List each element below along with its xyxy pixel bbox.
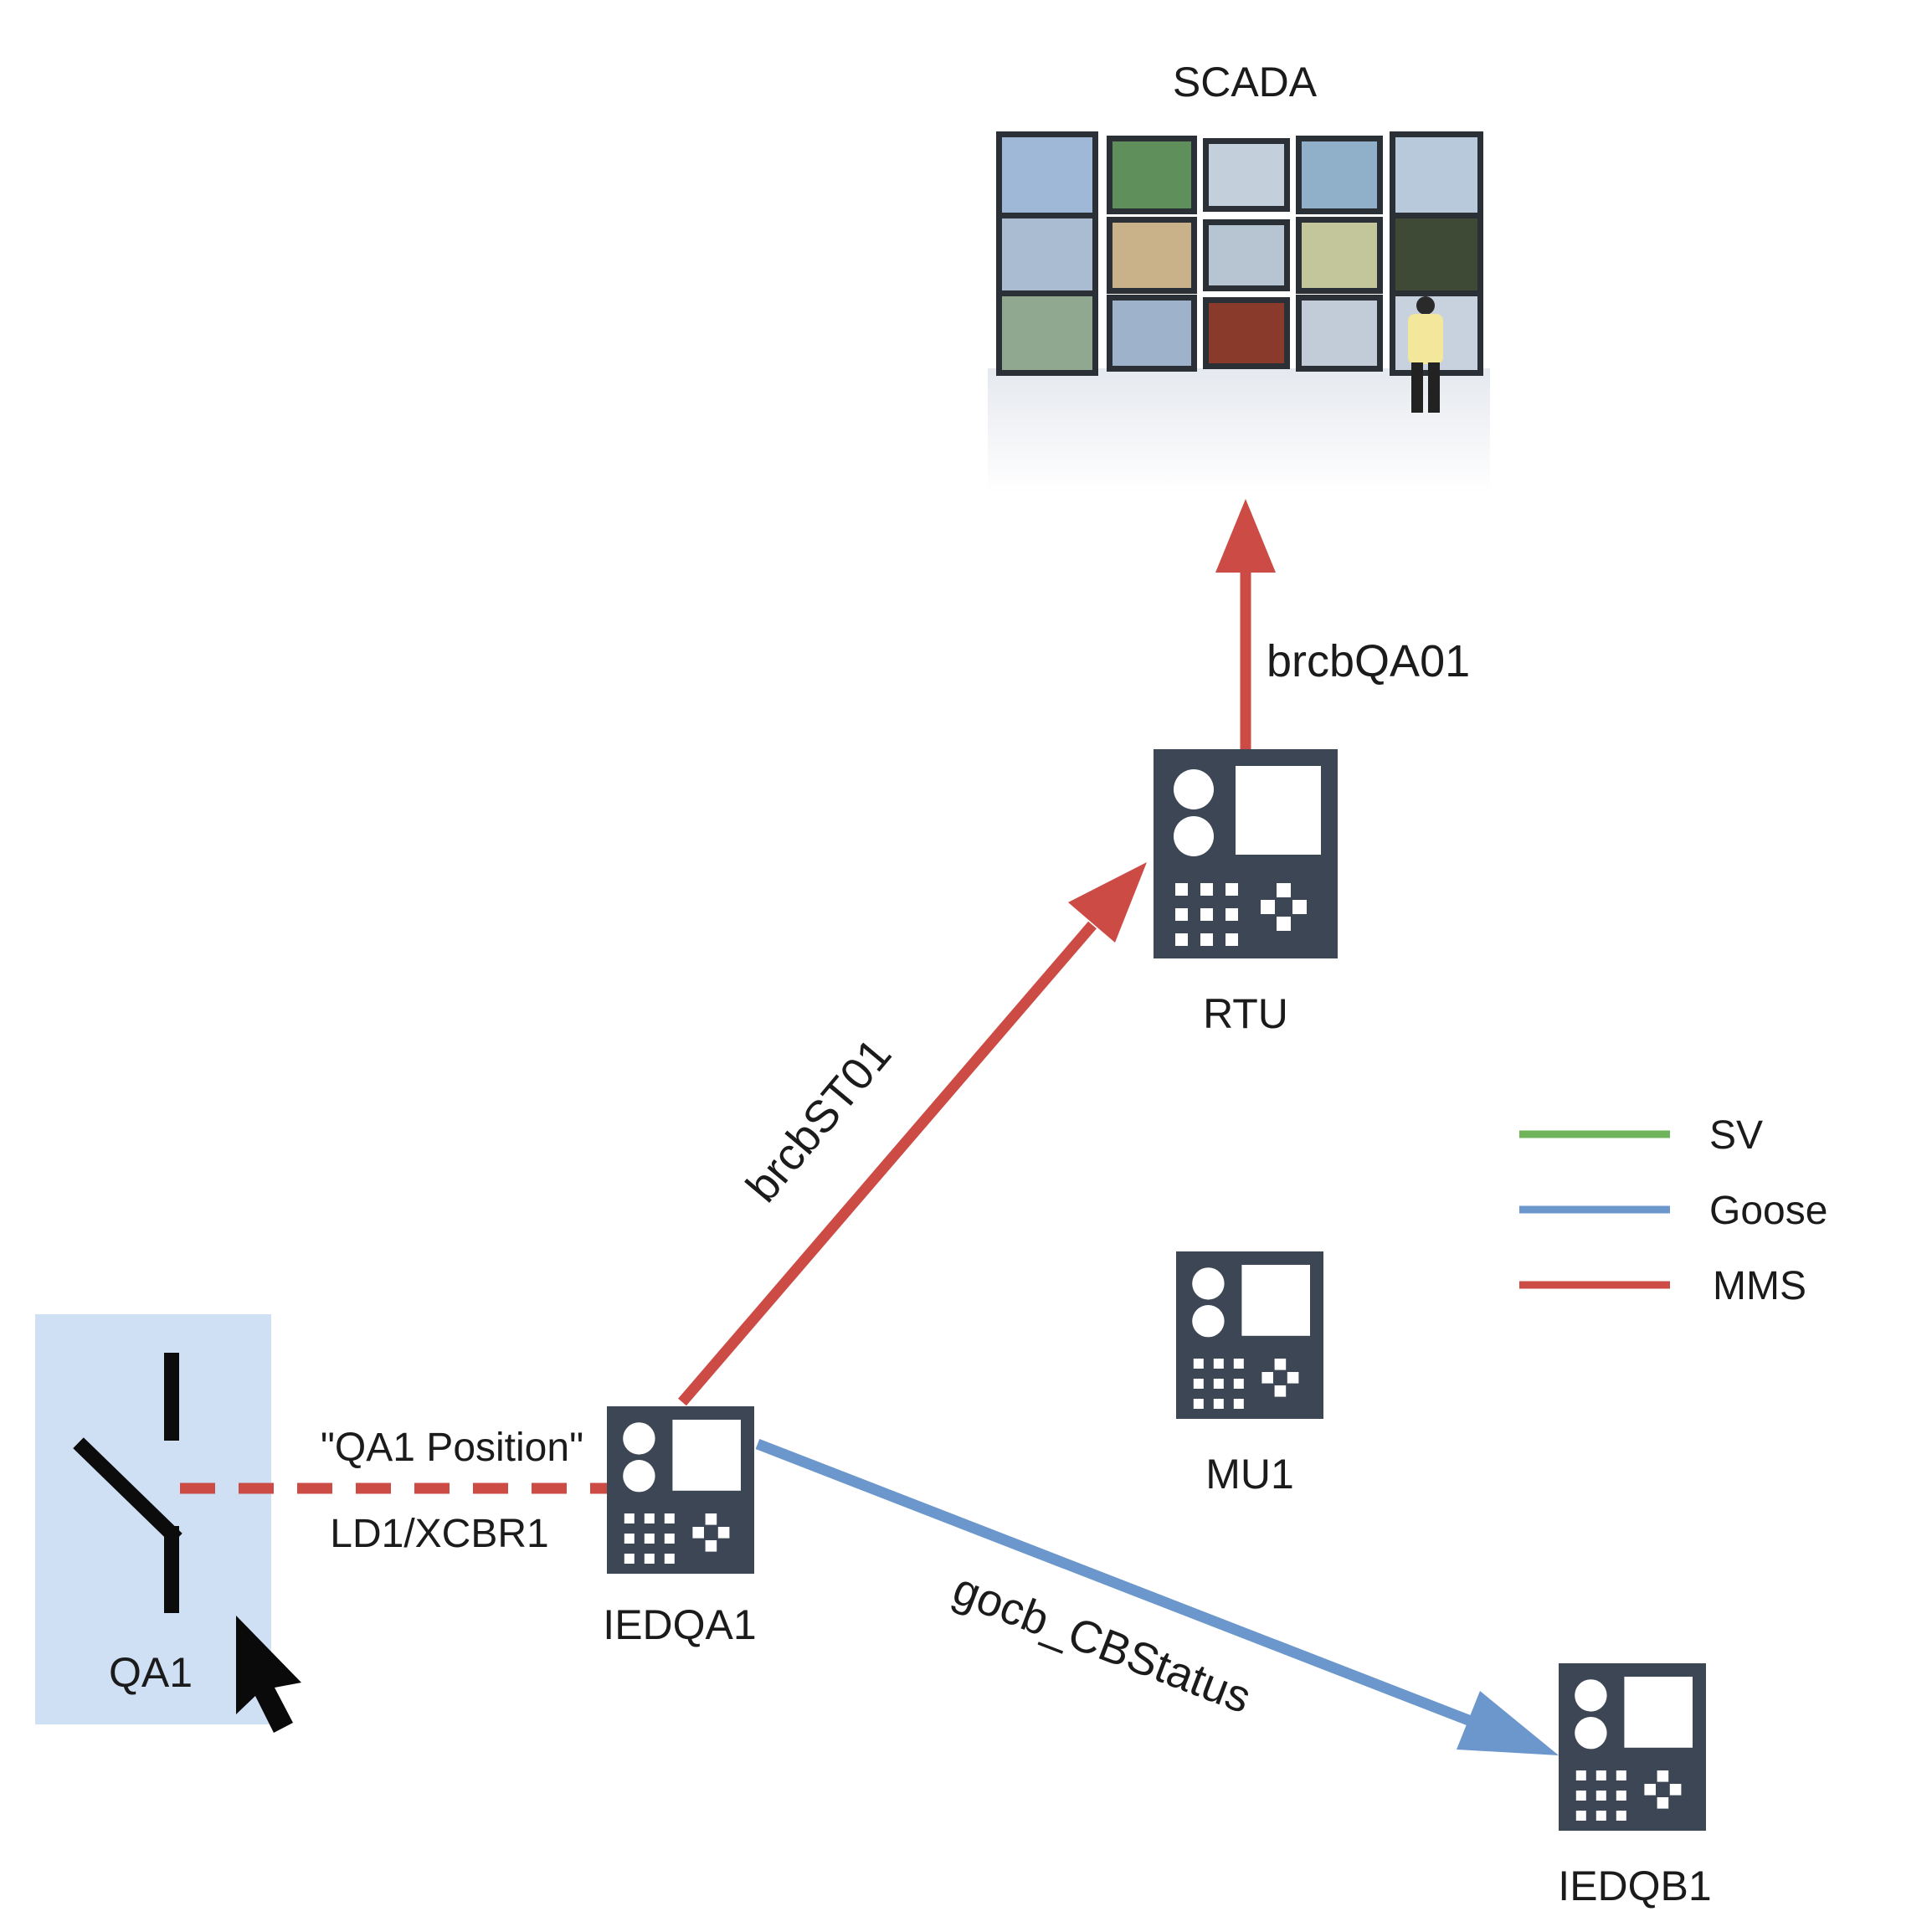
scada-monitor-screen: [1209, 303, 1284, 363]
edge-label-ld1-xcbr1: LD1/XCBR1: [330, 1512, 548, 1556]
scada-label: SCADA: [1173, 59, 1318, 105]
scada-monitor-screen: [1002, 296, 1092, 370]
scada-monitor-screen: [1302, 301, 1377, 366]
scada-video-wall: [988, 131, 1490, 494]
breaker-symbol-icon: [73, 1353, 182, 1613]
iedqa1-label: IEDQA1: [603, 1601, 756, 1648]
scada-monitor-screen: [1395, 218, 1477, 292]
scada-monitor-screen: [1302, 223, 1377, 288]
scada-monitor-screen: [1302, 141, 1377, 208]
mu1-label: MU1: [1205, 1451, 1294, 1498]
scada-monitor-screen: [1209, 225, 1284, 285]
legend-label-mms: MMS: [1713, 1264, 1806, 1308]
arrowhead-scada: [1215, 499, 1276, 573]
rtu-label: RTU: [1203, 990, 1288, 1037]
goose-link-iedqa1-iedqb1: [755, 1438, 1493, 1734]
edge-label-gocb-cbstatus: gocb_CBStatus: [947, 1564, 1258, 1723]
edge-label-qa1-position: "QA1 Position": [321, 1426, 583, 1470]
scada-monitor-screen: [1395, 137, 1477, 213]
iedqb1-device-icon[interactable]: [1559, 1663, 1706, 1831]
iedqa1-device-icon[interactable]: [607, 1406, 754, 1574]
mouse-cursor-icon: [236, 1616, 301, 1733]
arrowhead-iedqb1: [1457, 1691, 1559, 1755]
mms-link-iedqa1-rtu: [678, 921, 1097, 1406]
mu1-device-icon[interactable]: [1176, 1251, 1323, 1419]
scada-monitor-screen: [1209, 144, 1284, 206]
operator-figure: [1408, 296, 1443, 413]
scada-monitor-screen: [1112, 223, 1191, 288]
qa1-label: QA1: [109, 1649, 193, 1696]
legend-label-goose: Goose: [1709, 1189, 1827, 1233]
legend-label-sv: SV: [1709, 1113, 1763, 1158]
qa1-switch[interactable]: [35, 1314, 301, 1733]
scada-monitor-screen: [1002, 137, 1092, 213]
legend: SV Goose MMS: [1519, 1113, 1827, 1308]
arrowhead-rtu: [1068, 862, 1147, 943]
edge-label-brcbqa01: brcbQA01: [1267, 636, 1470, 686]
iedqb1-label: IEDQB1: [1558, 1863, 1711, 1909]
scada-monitor-screen: [1112, 141, 1191, 208]
scada-monitor-screen: [1112, 301, 1191, 366]
rtu-device-icon[interactable]: [1154, 749, 1338, 958]
scada-monitor-screen: [1002, 218, 1092, 292]
